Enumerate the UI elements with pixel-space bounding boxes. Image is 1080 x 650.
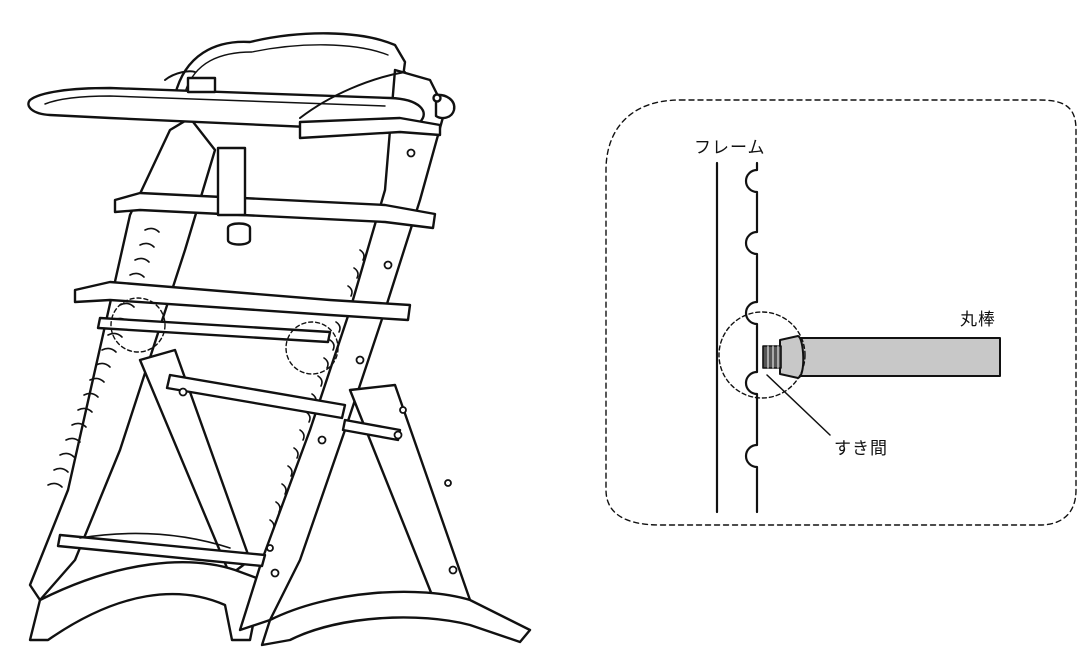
seat-board (73, 280, 412, 322)
round-bar-end-cap (779, 335, 805, 379)
high-chair-illustration (27, 32, 532, 647)
gap-leader-line (766, 374, 831, 436)
detail-dashed-border (605, 99, 1077, 526)
rear-crossbar (165, 373, 347, 420)
gap-label: すき間 (834, 439, 888, 459)
tray (27, 86, 425, 132)
detail-highlight-circle (718, 311, 806, 399)
chair-highlight-left (110, 297, 166, 353)
tray-lip (298, 116, 442, 140)
bolt-markers (178, 148, 458, 578)
crotch-post-knob (226, 222, 252, 246)
crotch-post (216, 146, 247, 217)
left-leg-notches (47, 227, 160, 488)
round-bar-rod (795, 337, 1001, 377)
frame-notched-edge (744, 161, 759, 514)
round-bar-label: 丸棒 (960, 310, 996, 330)
lower-stretcher (56, 533, 267, 568)
base-left (28, 561, 264, 642)
left-front-leg (28, 116, 217, 602)
frame-label: フレーム (694, 138, 766, 158)
round-bar-stub (762, 345, 782, 369)
chair-highlight-right (285, 321, 339, 375)
right-rear-leg (348, 383, 472, 617)
base-right (260, 590, 532, 647)
